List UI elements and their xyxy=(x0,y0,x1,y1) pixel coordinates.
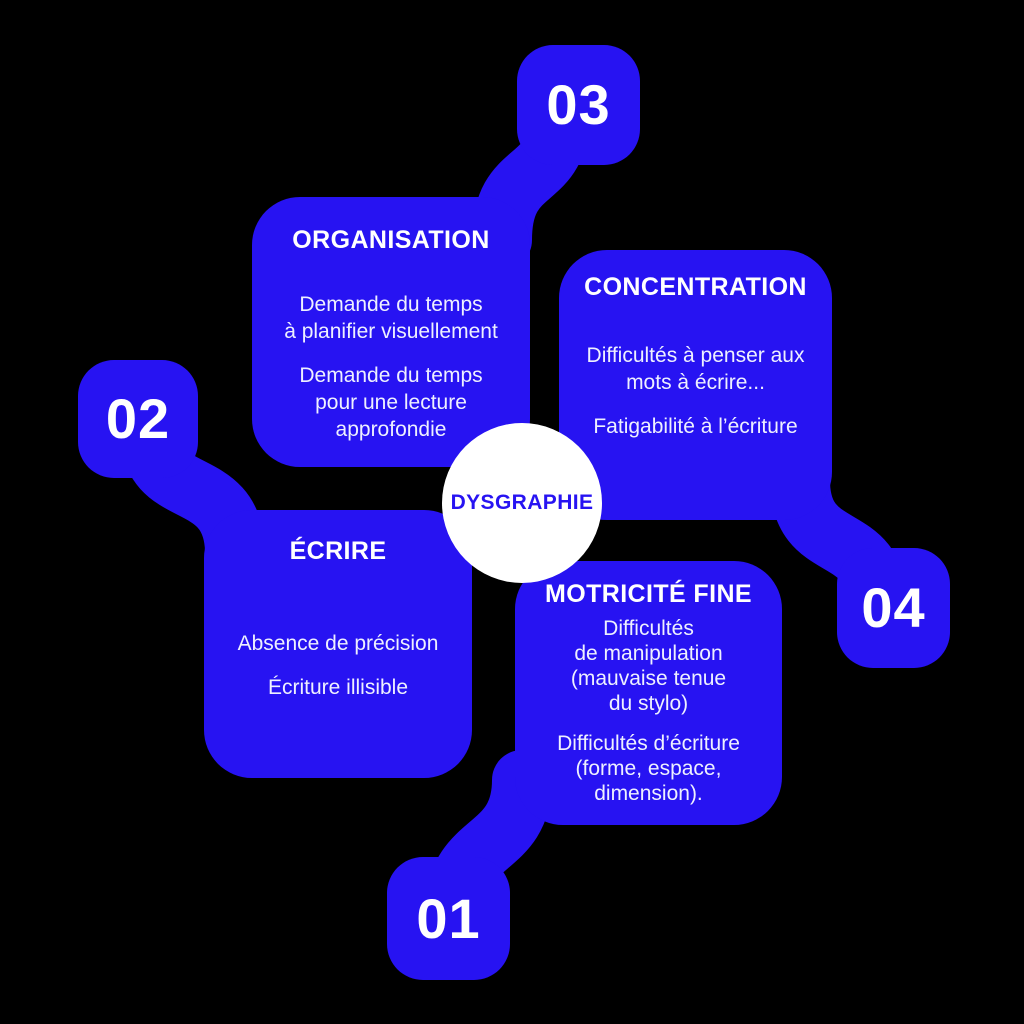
card-concentration-body: Difficultés à penser aux mots à écrire..… xyxy=(559,342,832,440)
badge-03-number: 03 xyxy=(546,73,611,136)
card-ecrire-paragraph-2: Écriture illisible xyxy=(267,676,409,699)
badge-01-number: 01 xyxy=(416,886,481,950)
card-ecrire: ÉCRIRE Absence de précision Écriture ill… xyxy=(204,510,472,778)
card-organisation-paragraph-1: Demande du temps à planifier visuellemen… xyxy=(284,293,498,343)
card-ecrire-title: ÉCRIRE xyxy=(289,537,387,565)
card-motricite-fine-paragraph-2: Difficultés d’écriture (forme, espace, d… xyxy=(557,732,740,805)
badge-04: 04 xyxy=(837,548,950,668)
center-circle: DYSGRAPHIE xyxy=(442,423,602,583)
card-concentration-paragraph-1: Difficultés à penser aux mots à écrire..… xyxy=(586,344,805,394)
badge-04-number: 04 xyxy=(861,576,926,639)
card-organisation-title: ORGANISATION xyxy=(292,226,490,254)
card-organisation-paragraph-2: Demande du temps pour une lecture approf… xyxy=(299,364,483,441)
badge-02-number: 02 xyxy=(105,387,171,450)
badge-02: 02 xyxy=(78,360,198,478)
card-concentration-paragraph-2: Fatigabilité à l’écriture xyxy=(593,415,798,438)
card-ecrire-body: Absence de précision Écriture illisible xyxy=(204,630,472,701)
card-motricite-fine-title: MOTRICITÉ FINE xyxy=(545,580,752,608)
card-organisation-body: Demande du temps à planifier visuellemen… xyxy=(252,291,530,443)
card-motricite-fine-body: Difficultés de manipulation (mauvaise te… xyxy=(515,616,782,806)
card-concentration-title: CONCENTRATION xyxy=(584,273,807,301)
badge-01: 01 xyxy=(387,857,510,980)
card-motricite-fine-paragraph-1: Difficultés de manipulation (mauvaise te… xyxy=(570,617,727,715)
badge-03: 03 xyxy=(517,45,640,165)
card-organisation: ORGANISATION Demande du temps à planifie… xyxy=(252,197,530,467)
card-motricite-fine: MOTRICITÉ FINE Difficultés de manipulati… xyxy=(515,561,782,825)
card-concentration: CONCENTRATION Difficultés à penser aux m… xyxy=(559,250,832,520)
card-ecrire-paragraph-1: Absence de précision xyxy=(237,632,439,655)
center-circle-label: DYSGRAPHIE xyxy=(450,491,594,514)
